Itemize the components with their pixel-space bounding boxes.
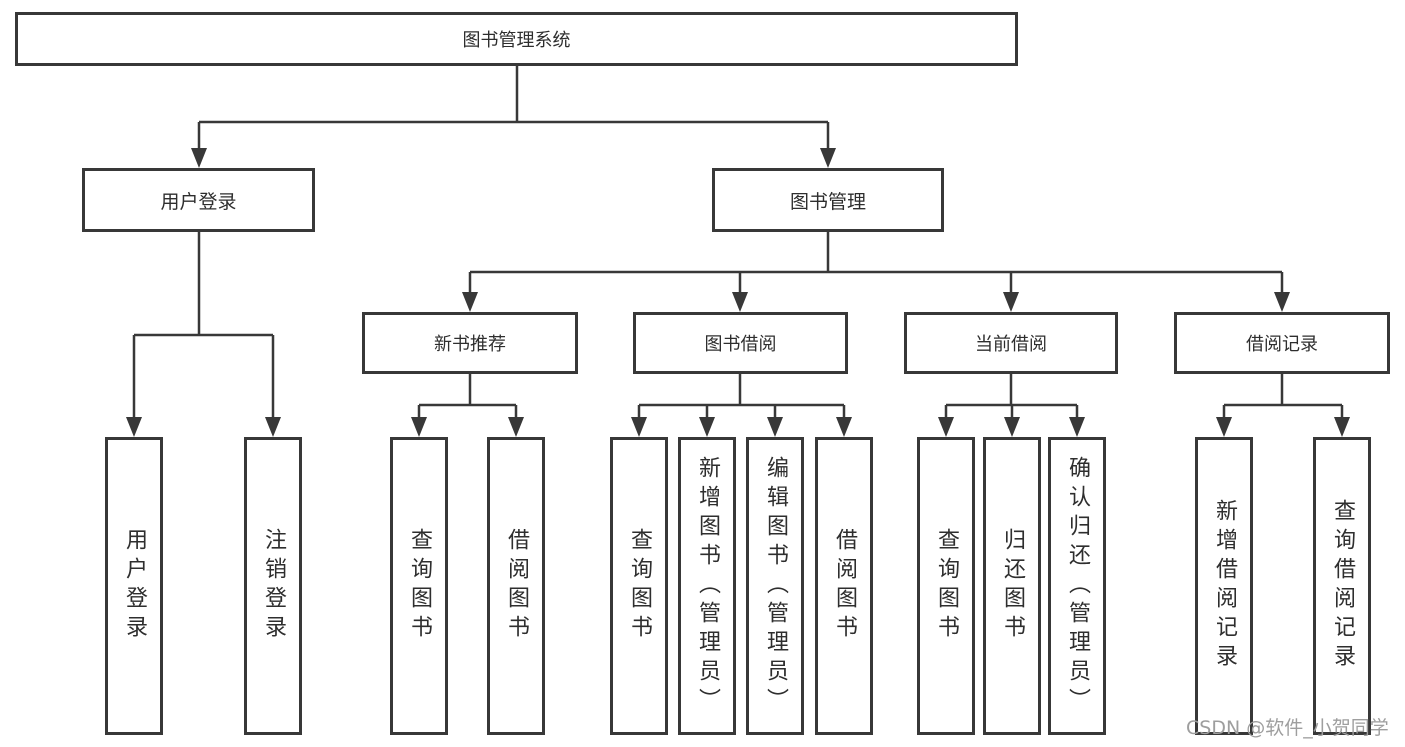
- leaf-borrow-query-books-label: 查询图书: [627, 528, 652, 644]
- leaf-recommend-query-books-label: 查询图书: [407, 528, 432, 644]
- node-new-book-recommend: 新书推荐: [362, 312, 578, 374]
- leaf-current-confirm-return-admin-label: 确认归还（管理员）: [1065, 455, 1090, 717]
- node-borrow-records: 借阅记录: [1174, 312, 1390, 374]
- leaf-user-login-label: 用户登录: [122, 528, 147, 644]
- leaf-records-query-record: 查询借阅记录: [1313, 437, 1371, 735]
- connector-strokes: [132, 66, 1344, 419]
- leaf-borrow-query-books: 查询图书: [610, 437, 668, 735]
- node-user-login: 用户登录: [82, 168, 315, 232]
- leaf-borrow-add-books-admin-label: 新增图书（管理员）: [695, 455, 720, 717]
- leaf-records-query-record-label: 查询借阅记录: [1330, 499, 1355, 673]
- csdn-watermark: CSDN @软件_小贺同学: [1186, 717, 1389, 739]
- leaf-borrow-add-books-admin: 新增图书（管理员）: [678, 437, 736, 735]
- leaf-borrow-borrow-books-label: 借阅图书: [832, 528, 857, 644]
- leaf-borrow-edit-books-admin: 编辑图书（管理员）: [746, 437, 804, 735]
- leaf-current-query-books-label: 查询图书: [934, 528, 959, 644]
- node-root: 图书管理系统: [15, 12, 1018, 66]
- node-book-management: 图书管理: [712, 168, 944, 232]
- leaf-borrow-borrow-books: 借阅图书: [815, 437, 873, 735]
- leaf-logout: 注销登录: [244, 437, 302, 735]
- leaf-records-add-record: 新增借阅记录: [1195, 437, 1253, 735]
- leaf-user-login: 用户登录: [105, 437, 163, 735]
- leaf-recommend-borrow-books: 借阅图书: [487, 437, 545, 735]
- leaf-current-return-books-label: 归还图书: [1000, 528, 1025, 644]
- leaf-logout-label: 注销登录: [261, 528, 286, 644]
- leaf-records-add-record-label: 新增借阅记录: [1212, 499, 1237, 673]
- leaf-recommend-query-books: 查询图书: [390, 437, 448, 735]
- leaf-current-query-books: 查询图书: [917, 437, 975, 735]
- node-book-borrow: 图书借阅: [633, 312, 848, 374]
- connector-arrowheads: [126, 148, 1350, 437]
- node-current-borrow: 当前借阅: [904, 312, 1118, 374]
- leaf-current-return-books: 归还图书: [983, 437, 1041, 735]
- leaf-current-confirm-return-admin: 确认归还（管理员）: [1048, 437, 1106, 735]
- leaf-recommend-borrow-books-label: 借阅图书: [504, 528, 529, 644]
- leaf-borrow-edit-books-admin-label: 编辑图书（管理员）: [763, 455, 788, 717]
